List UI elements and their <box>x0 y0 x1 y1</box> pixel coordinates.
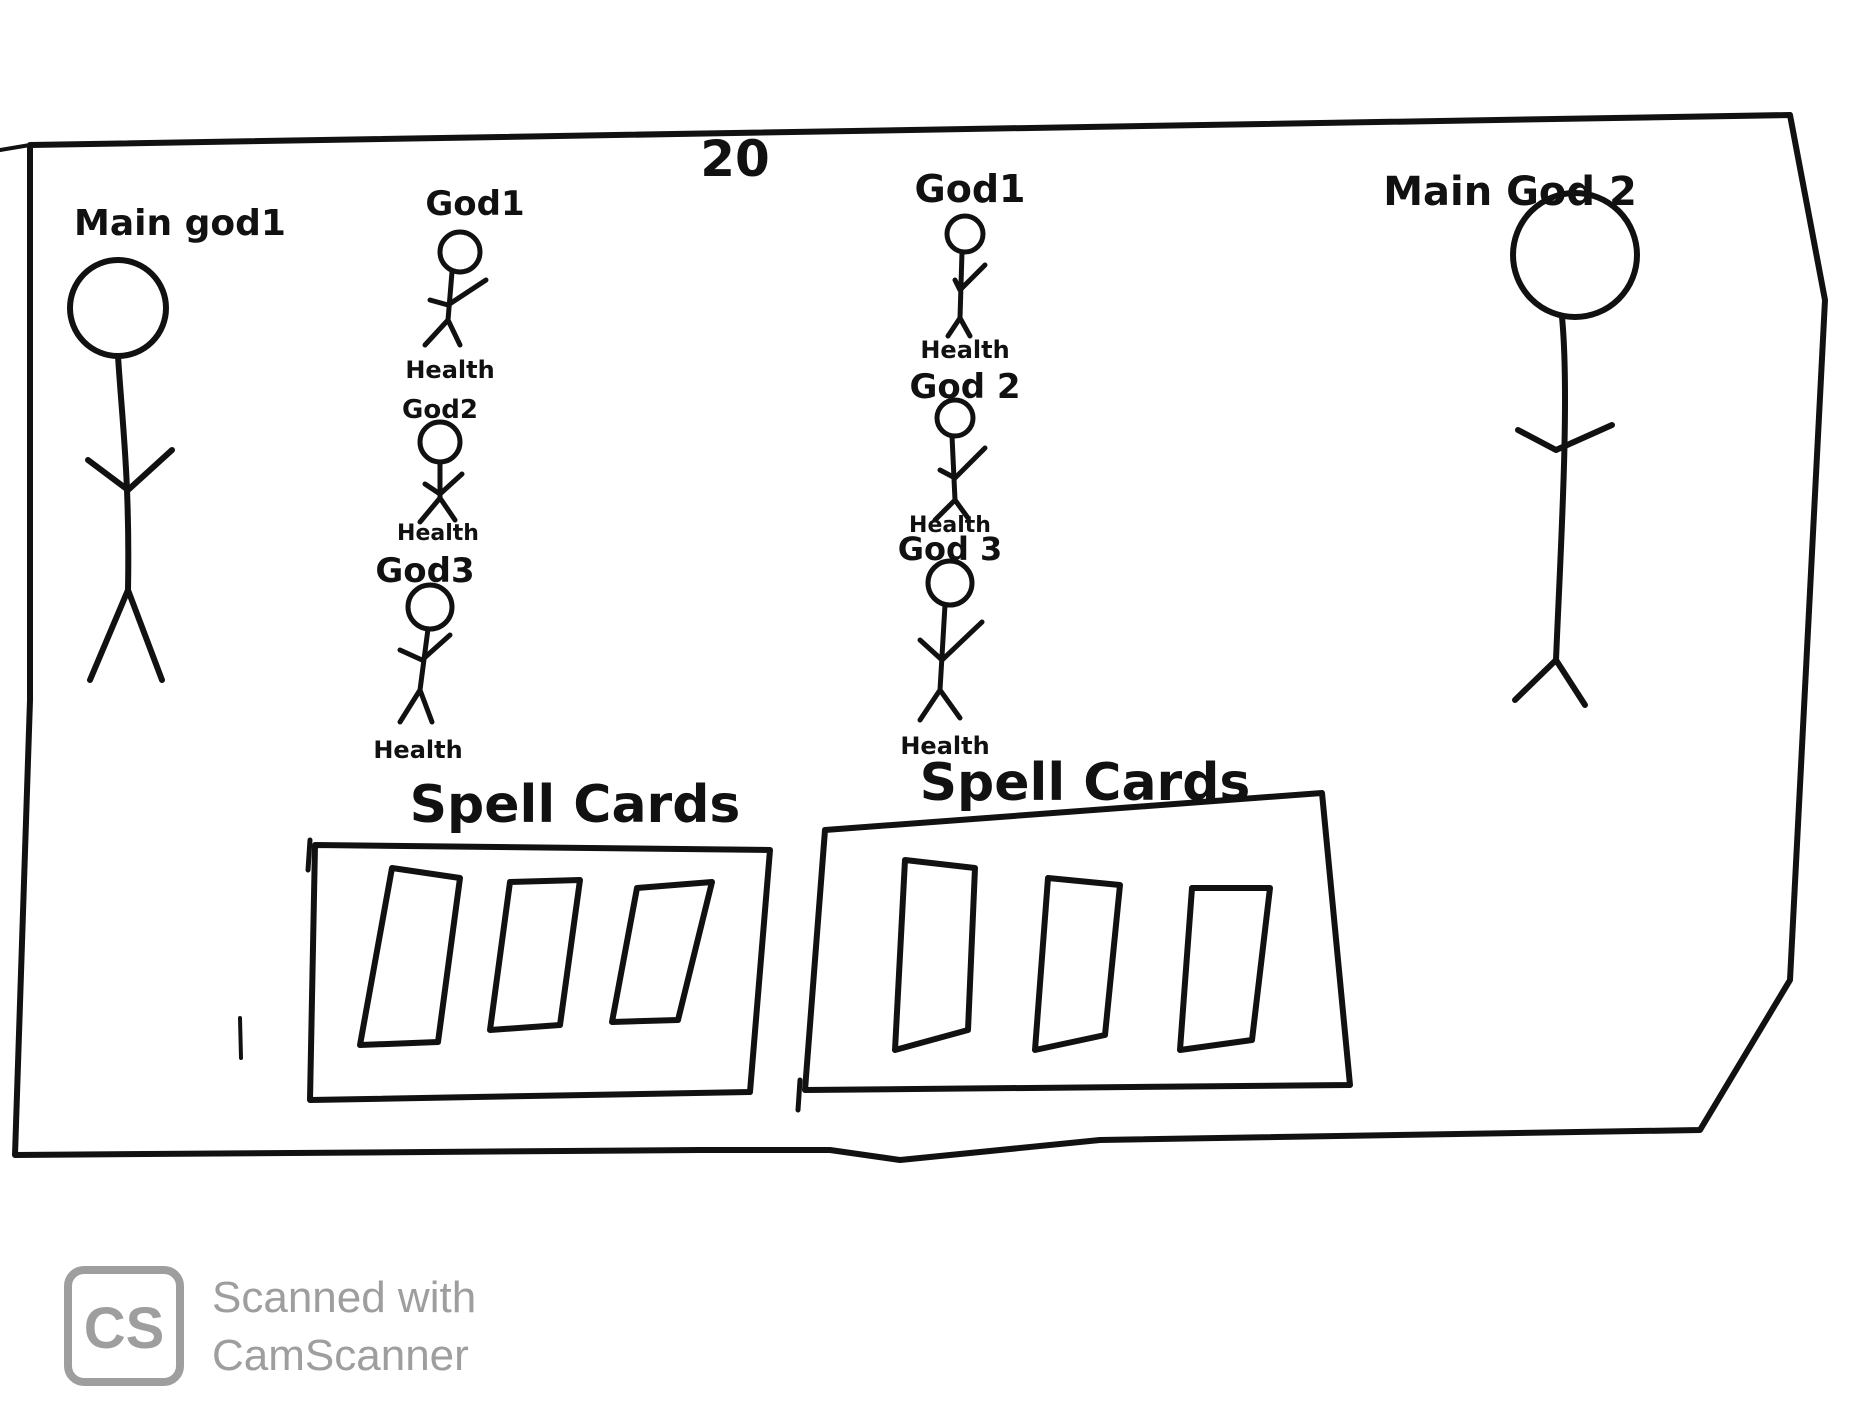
right-god-1-health: Health <box>920 336 1009 364</box>
left-god-1-name: God1 <box>425 184 524 224</box>
watermark-line-2: CamScanner <box>212 1331 469 1380</box>
left-team: God1 Health God2 Health God3 Health <box>373 184 524 764</box>
right-god-1-name: God1 <box>915 167 1026 211</box>
left-god-2[interactable]: God2 Health <box>397 395 479 546</box>
left-god-1-health: Health <box>405 356 494 384</box>
right-spell-card-2[interactable] <box>1032 875 1123 1053</box>
turn-counter: 20 <box>700 130 770 188</box>
right-god-3[interactable]: God 3 Health <box>898 530 1003 760</box>
left-spell-card-1[interactable] <box>357 865 463 1048</box>
right-spell-cards: Spell Cards <box>795 753 1353 1113</box>
left-god-1[interactable]: God1 Health <box>405 184 524 384</box>
right-team: God1 Health God 2 Health God 3 Health <box>898 167 1026 760</box>
right-god-2-health: Health <box>909 513 991 538</box>
left-spell-cards-title: Spell Cards <box>410 775 741 835</box>
right-god-1[interactable]: God1 Health <box>915 167 1026 364</box>
main-god-left-label: Main god1 <box>74 203 286 244</box>
main-god-right-figure <box>1510 190 1640 708</box>
left-god-3[interactable]: God3 Health <box>373 551 474 764</box>
main-god-right[interactable]: Main God 2 <box>1383 169 1640 708</box>
main-god-left-figure <box>67 257 175 683</box>
left-god-3-health: Health <box>373 736 462 764</box>
frame-tick <box>0 143 32 152</box>
left-spell-card-2[interactable] <box>487 877 583 1033</box>
right-god-3-health: Health <box>900 732 989 760</box>
right-spell-card-1[interactable] <box>892 857 978 1053</box>
left-spell-cards: Spell Cards <box>238 775 773 1103</box>
camscanner-logo-text: CS <box>84 1296 165 1361</box>
camscanner-logo-icon <box>64 1266 184 1386</box>
left-spell-card-3[interactable] <box>609 879 715 1025</box>
main-god-right-label: Main God 2 <box>1383 169 1637 215</box>
left-god-2-health: Health <box>397 521 479 546</box>
right-spell-cards-tray <box>802 790 1353 1093</box>
watermark-line-1: Scanned with <box>212 1273 476 1322</box>
left-spell-cards-tray <box>307 842 773 1103</box>
game-board-frame <box>12 112 1828 1163</box>
right-god-2[interactable]: God 2 Health <box>909 367 1021 538</box>
main-god-left[interactable]: Main god1 <box>67 203 286 683</box>
scanner-watermark: CS Scanned with CamScanner <box>64 1266 476 1386</box>
right-spell-card-3[interactable] <box>1177 885 1273 1053</box>
